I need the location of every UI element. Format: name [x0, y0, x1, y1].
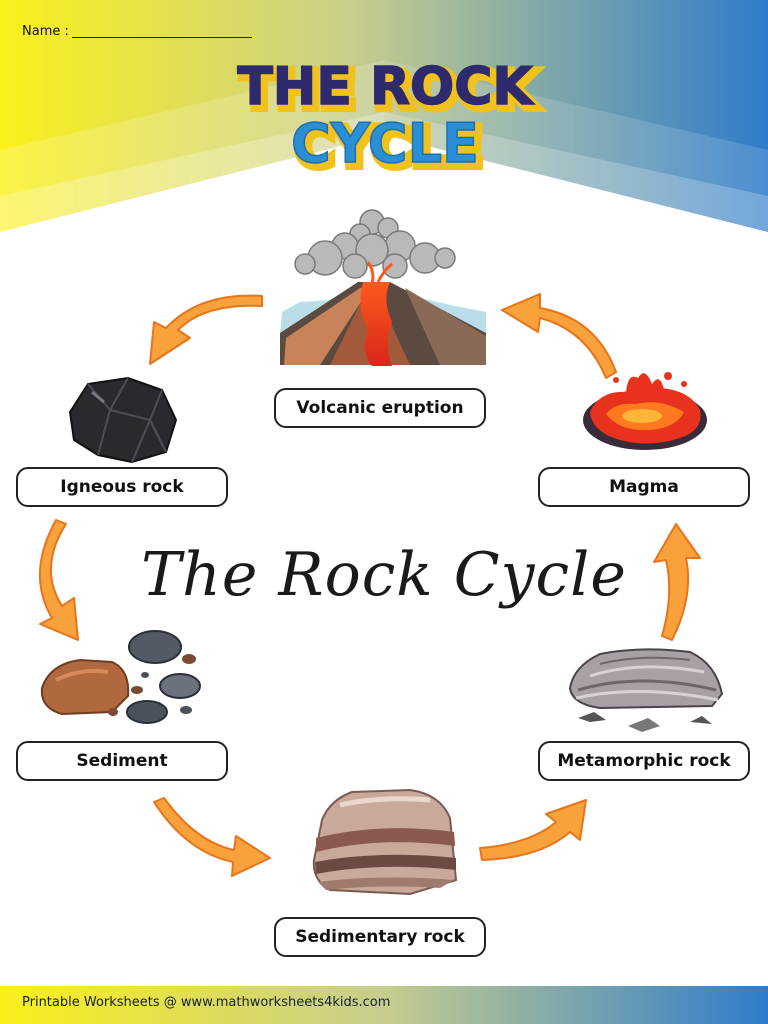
arrow-volcano-to-igneous [149, 294, 263, 365]
volcano-illustration [280, 209, 486, 366]
footer-band [0, 986, 768, 1024]
cycle-arrows [38, 293, 701, 877]
magma-illustration [583, 372, 707, 450]
sedimentary-rock-illustration [312, 788, 458, 896]
logo-the-rock-cycle: THE ROCK THE ROCK CYCLE CYCLE [237, 56, 543, 183]
logo-line2-shadow: CYCLE [295, 116, 483, 179]
stage-label-volcanic-eruption: Volcanic eruption [296, 398, 464, 418]
arrow-metamorphic-to-magma [653, 523, 701, 641]
stage-box-sediment: Sediment [16, 741, 228, 781]
center-title: The Rock Cycle [141, 540, 627, 610]
stage-box-metamorphic-rock: Metamorphic rock [538, 741, 750, 781]
stage-label-sedimentary-rock: Sedimentary rock [295, 927, 465, 947]
stage-label-igneous-rock: Igneous rock [60, 477, 184, 497]
metamorphic-rock-illustration [568, 648, 724, 732]
logo-line2: CYCLE [291, 112, 479, 175]
arrow-sedimentary-to-metamorphic [479, 799, 587, 861]
sediment-illustration [40, 630, 201, 724]
stage-box-volcanic-eruption: Volcanic eruption [274, 388, 486, 428]
stage-box-igneous-rock: Igneous rock [16, 467, 228, 507]
arrow-sediment-to-sedimentary [153, 797, 271, 877]
stage-label-sediment: Sediment [76, 751, 168, 771]
header-banner [0, 0, 768, 232]
arrow-igneous-to-sediment [38, 519, 79, 641]
stage-label-magma: Magma [609, 477, 679, 497]
logo-line1: THE ROCK [237, 57, 534, 117]
stage-box-magma: Magma [538, 467, 750, 507]
stage-label-metamorphic-rock: Metamorphic rock [557, 751, 731, 771]
name-label: Name : [22, 24, 69, 39]
logo-line1-shadow: THE ROCK [241, 61, 538, 121]
name-input-line[interactable] [72, 37, 252, 38]
footer-text: Printable Worksheets @ www.mathworksheet… [22, 995, 391, 1010]
igneous-rock-illustration [68, 376, 178, 464]
arrow-magma-to-volcano [501, 293, 617, 379]
stage-box-sedimentary-rock: Sedimentary rock [274, 917, 486, 957]
